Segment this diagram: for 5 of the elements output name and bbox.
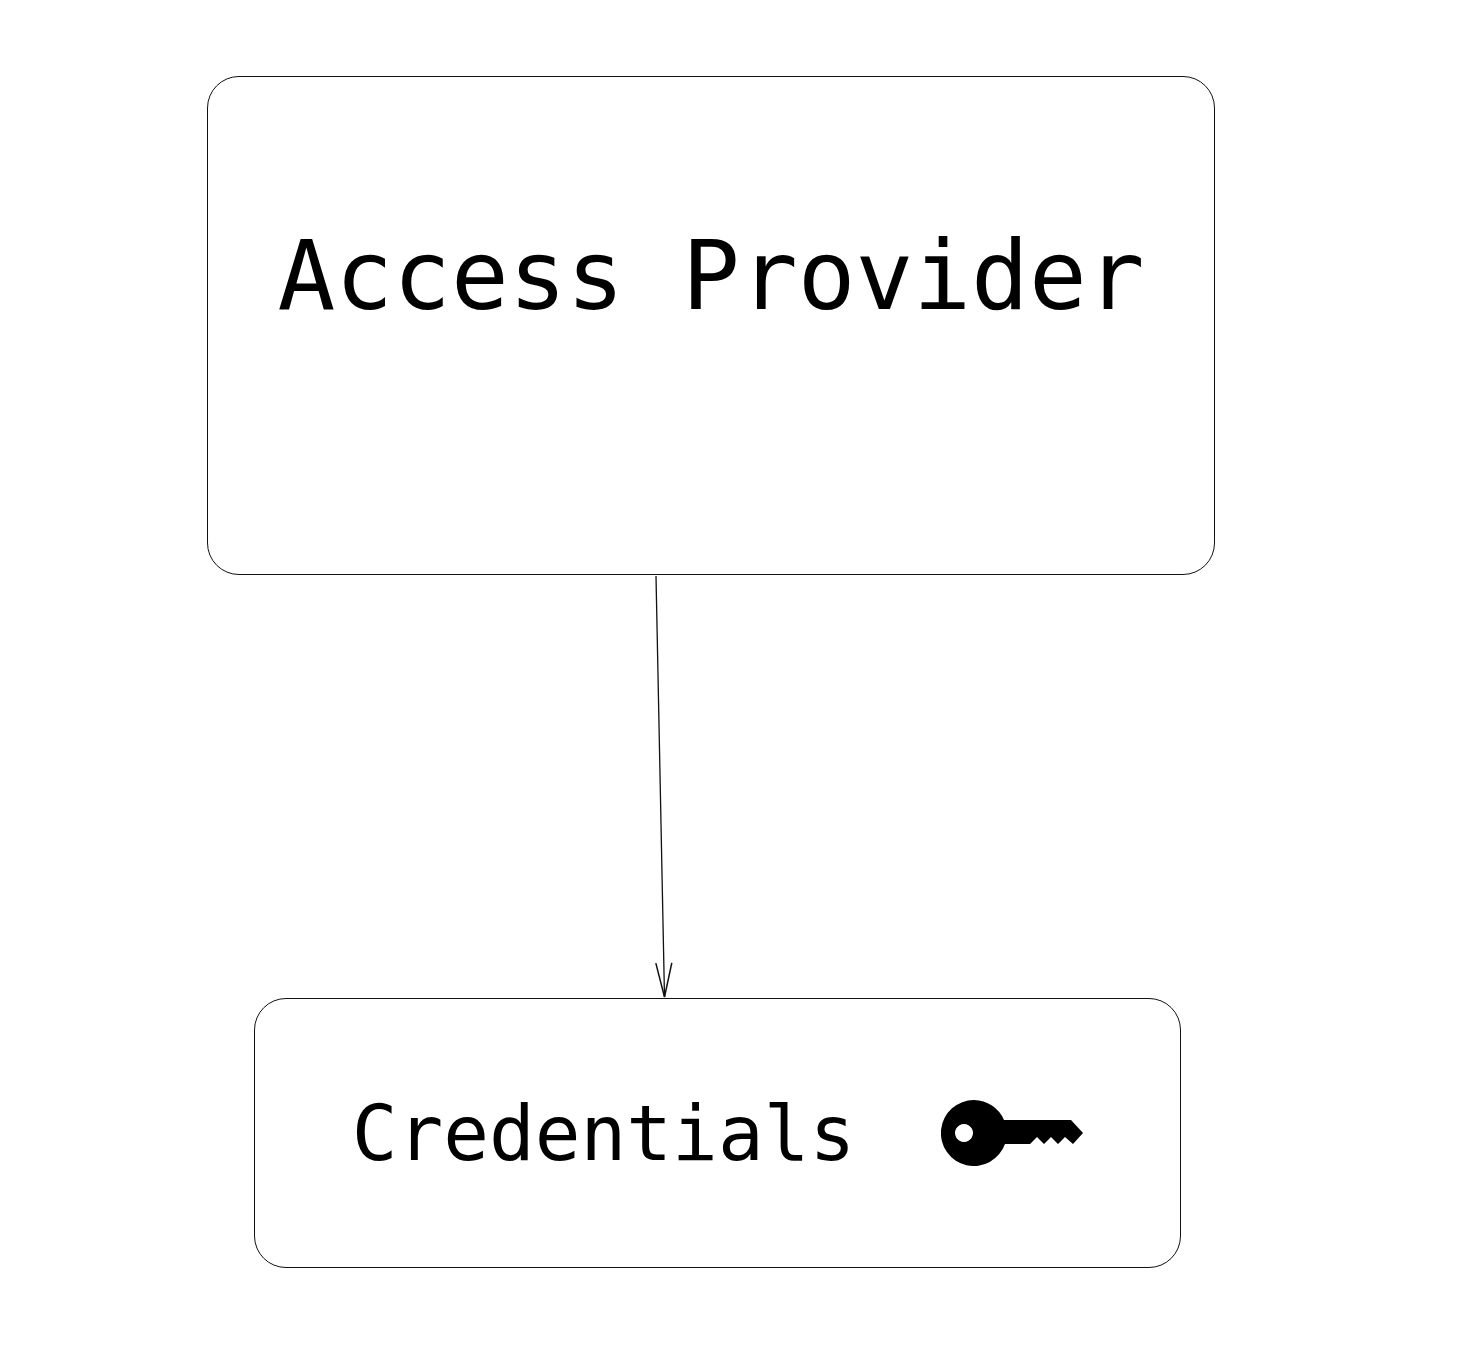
process-box (207, 76, 1215, 575)
box-label: Credentials (351, 1088, 856, 1178)
box-label: Access Provider (277, 219, 1145, 332)
process-box (254, 998, 1181, 1268)
arrow (655, 575, 673, 998)
